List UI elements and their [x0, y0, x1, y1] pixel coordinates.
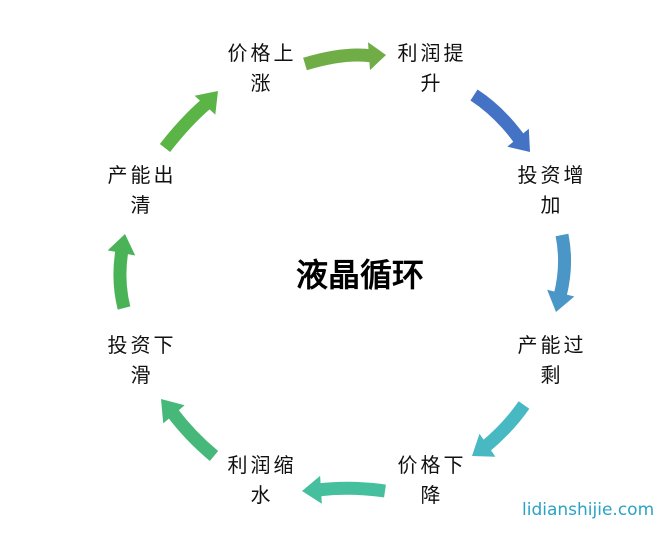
cycle-arrow: [302, 475, 386, 504]
arrow-shaft: [470, 89, 526, 144]
watermark: lidianshijie.com: [522, 500, 655, 520]
node-investment-increase: 投资增加: [512, 160, 592, 220]
node-profit-rise: 利润提升: [392, 38, 472, 98]
cycle-arrow: [161, 399, 219, 461]
node-label: 利润提: [397, 41, 467, 65]
arrow-shaft: [159, 98, 212, 152]
arrow-head: [368, 42, 386, 71]
arrow-head: [472, 433, 496, 457]
node-label: 价格上: [227, 41, 297, 65]
node-label: 水: [250, 483, 274, 507]
arrow-shaft: [166, 408, 219, 461]
node-overcapacity: 产能过剩: [512, 330, 592, 390]
arrow-head: [194, 91, 218, 115]
arrow-shaft: [113, 248, 131, 310]
node-label: 涨: [250, 71, 274, 95]
node-label: 升: [420, 71, 444, 95]
diagram-title: 液晶循环: [295, 256, 424, 294]
arrow-head: [302, 475, 322, 504]
arrow-shaft: [480, 401, 530, 453]
node-price-rise: 价格上涨: [222, 38, 302, 98]
arrow-head: [547, 289, 575, 312]
cycle-arrow: [547, 233, 575, 312]
node-label: 降: [420, 483, 444, 507]
node-label: 利润缩: [227, 453, 297, 477]
node-label: 清: [130, 193, 154, 217]
node-label: 投资下: [107, 333, 177, 357]
node-label: 剩: [540, 363, 564, 387]
node-label: 投资增: [517, 163, 587, 187]
cycle-arrow: [303, 42, 386, 71]
arrow-shaft: [553, 233, 572, 298]
arrow-head: [161, 399, 185, 424]
node-label: 产能出: [107, 163, 177, 187]
node-price-fall: 价格下降: [392, 450, 472, 510]
cycle-arrow: [107, 234, 136, 310]
node-label: 产能过: [517, 333, 587, 357]
node-profit-shrink: 利润缩水: [222, 450, 302, 510]
node-label: 价格下: [397, 453, 467, 477]
cycle-arrow: [159, 91, 218, 152]
arrow-shaft: [317, 481, 386, 498]
node-investment-decline: 投资下滑: [102, 330, 182, 390]
arrow-head: [107, 234, 136, 256]
node-label: 滑: [130, 363, 154, 387]
arrow-head: [507, 128, 530, 152]
node-label: 加: [540, 193, 564, 217]
node-capacity-clearing: 产能出清: [102, 160, 182, 220]
cycle-arrow: [470, 89, 530, 152]
cycle-arrow: [472, 401, 530, 457]
arrow-shaft: [303, 48, 373, 71]
